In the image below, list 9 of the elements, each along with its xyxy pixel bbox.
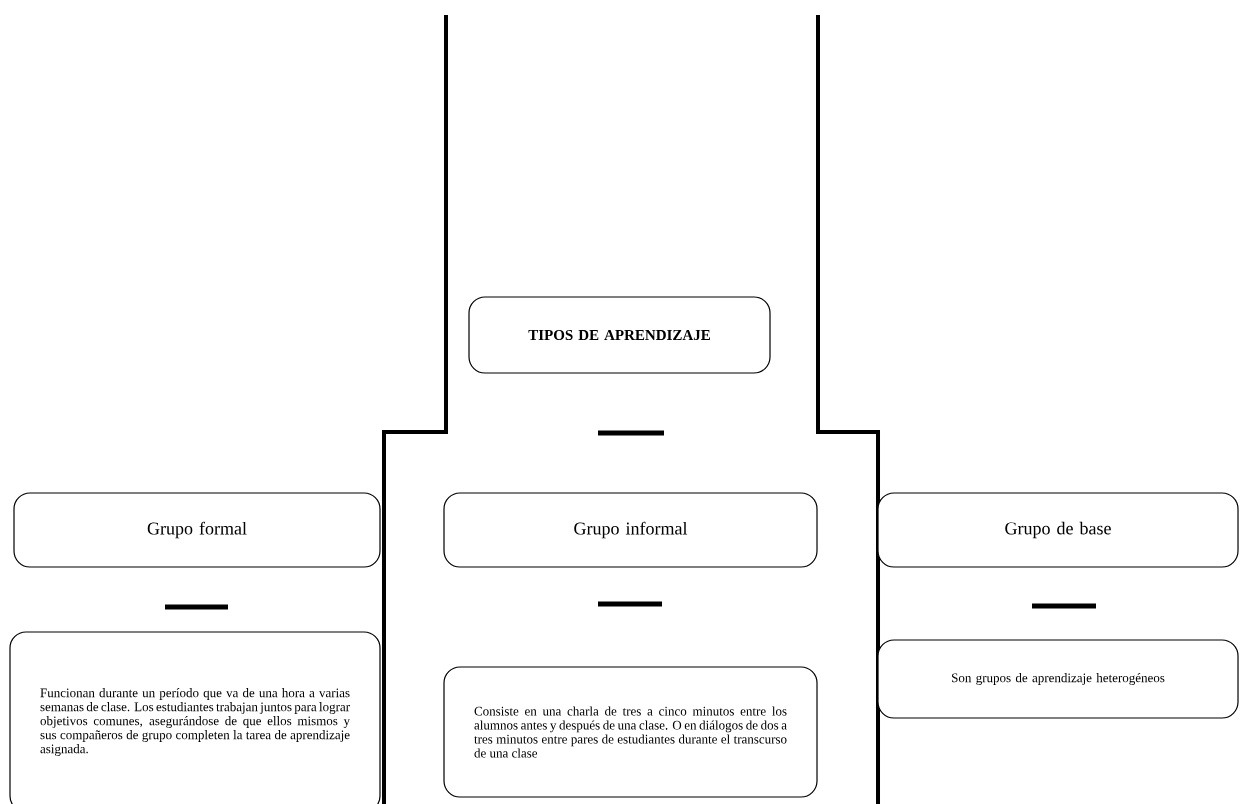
title-box: TIPOS DE APRENDIZAJE bbox=[468, 296, 771, 374]
node-label: Grupo de base bbox=[1005, 521, 1111, 539]
node-label: Son grupos de aprendizaje heterogéneos bbox=[952, 673, 1165, 685]
category-box: Grupo informal bbox=[443, 492, 818, 568]
category-box: Grupo formal bbox=[13, 492, 381, 568]
category-box: Grupo de base bbox=[877, 492, 1239, 568]
description-box: Son grupos de aprendizaje heterogéneos bbox=[877, 639, 1239, 719]
description-box: Consiste en una charla de tres a cinco minutos entre los alumnos antes y después de una clase. O en diálogos de dos a tres minutos entre pares de estudiantes durante el transcurso de una clase bbox=[443, 666, 818, 798]
description-box: Funcionan durante un período que va de una hora a varias semanas de clase. Los estudiantes trabajan juntos para lograr objetivos comunes, asegurándose de que ellos mismos y sus compañeros de grupo completen la tarea de aprendizaje asignada. bbox=[9, 631, 381, 804]
